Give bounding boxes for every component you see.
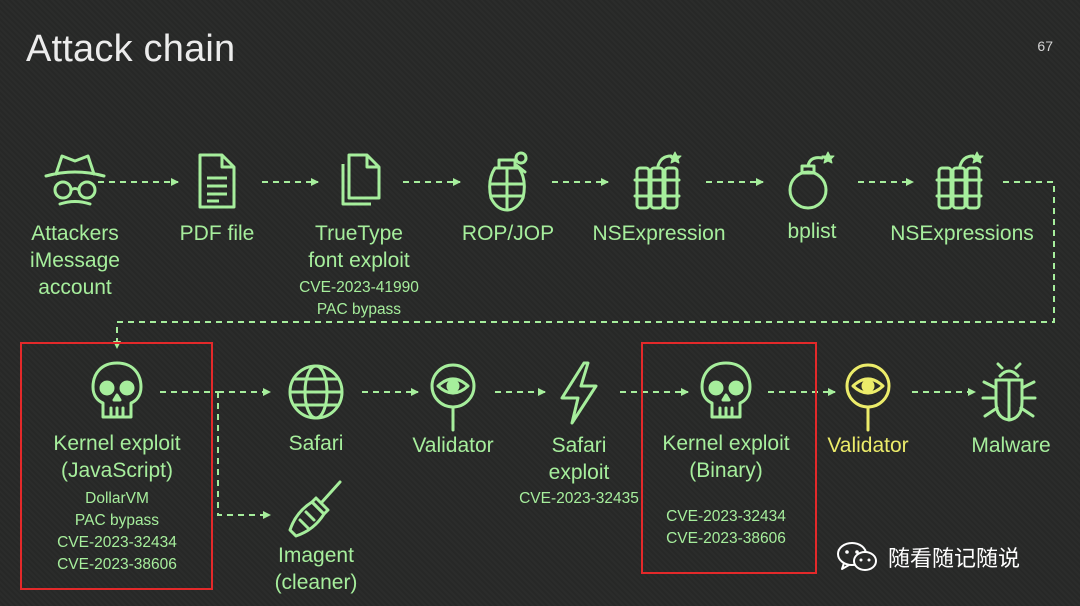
watermark: 随看随记随说 [836, 540, 1020, 574]
node-label: NSExpressions [890, 222, 1034, 245]
node-validator-1: Validator [412, 432, 493, 459]
node-imagent: Imagent (cleaner) [275, 542, 358, 596]
node-pdf-file: PDF file [180, 220, 255, 247]
node-nsexpressions: NSExpressions [890, 220, 1034, 247]
node-label: Kernel exploit [662, 432, 790, 455]
dynamite-icon [935, 151, 984, 210]
node-detail: DollarVM [85, 490, 149, 507]
document-icon [198, 153, 236, 209]
node-label: account [38, 276, 112, 299]
spy-icon [44, 154, 106, 206]
node-safari-exploit: Safari exploit CVE-2023-32435 [519, 432, 639, 510]
node-label: Validator [827, 434, 909, 457]
arrow-to-imagent [217, 392, 271, 519]
node-detail: PAC bypass [74, 512, 160, 529]
node-bplist: bplist [787, 218, 836, 245]
lightning-icon [560, 361, 598, 425]
globe-icon [288, 364, 344, 420]
node-malware: Malware [971, 432, 1050, 459]
node-label: (Binary) [689, 459, 763, 482]
watermark-text: 随看随记随说 [888, 547, 1021, 572]
page-number: 67 [1037, 38, 1053, 54]
node-detail: CVE-2023-32435 [519, 490, 639, 507]
node-label: Malware [971, 434, 1051, 457]
slide-title: Attack chain [26, 28, 236, 70]
node-ropjop: ROP/JOP [462, 220, 554, 247]
node-label: Safari [288, 432, 344, 455]
node-label: (JavaScript) [60, 459, 174, 482]
node-label: PDF file [179, 222, 255, 245]
files-icon [341, 153, 381, 206]
node-detail: CVE-2023-38606 [57, 556, 177, 573]
node-kernel-binary: Kernel exploit (Binary) CVE-2023-32434 C… [662, 430, 789, 550]
node-detail: CVE-2023-41990 [299, 279, 419, 296]
dynamite-icon [633, 151, 682, 210]
node-nsexpression: NSExpression [592, 220, 725, 247]
node-safari: Safari [289, 430, 344, 457]
bug-icon [981, 362, 1037, 422]
node-detail: CVE-2023-32434 [57, 534, 177, 551]
node-label: Attackers [31, 222, 119, 245]
grenade-icon [488, 151, 528, 212]
highlight-box-kernel-js [20, 342, 213, 590]
bomb-icon [788, 151, 835, 210]
skull-icon [700, 361, 752, 419]
node-label: TrueType [315, 222, 403, 245]
node-label: Imagent [278, 544, 354, 567]
node-label: Validator [412, 434, 494, 457]
node-label: (cleaner) [274, 571, 358, 594]
node-label: exploit [548, 461, 610, 484]
node-label: ROP/JOP [461, 222, 555, 245]
skull-icon [91, 361, 143, 419]
arrow-wrap-to-row2 [113, 181, 1055, 349]
wechat-icon [837, 542, 877, 571]
node-detail: PAC bypass [316, 301, 402, 318]
node-label: NSExpression [592, 222, 726, 245]
node-label: bplist [787, 220, 837, 243]
node-detail: CVE-2023-32434 [666, 508, 786, 525]
node-truetype: TrueType font exploit CVE-2023-41990 PAC… [299, 220, 419, 321]
node-label: font exploit [308, 249, 410, 272]
node-label: Safari [551, 434, 607, 457]
node-label: Kernel exploit [53, 432, 181, 455]
broom-icon [288, 480, 342, 538]
node-detail: CVE-2023-38606 [666, 530, 786, 547]
node-label: iMessage [30, 249, 120, 272]
node-kernel-js: Kernel exploit (JavaScript) DollarVM PAC… [53, 430, 180, 576]
node-attackers: Attackers iMessage account [30, 220, 120, 301]
eye-icon [430, 363, 476, 432]
highlight-box-kernel-binary [641, 342, 817, 574]
node-validator-2: Validator [827, 432, 908, 459]
eye-icon [845, 363, 891, 432]
